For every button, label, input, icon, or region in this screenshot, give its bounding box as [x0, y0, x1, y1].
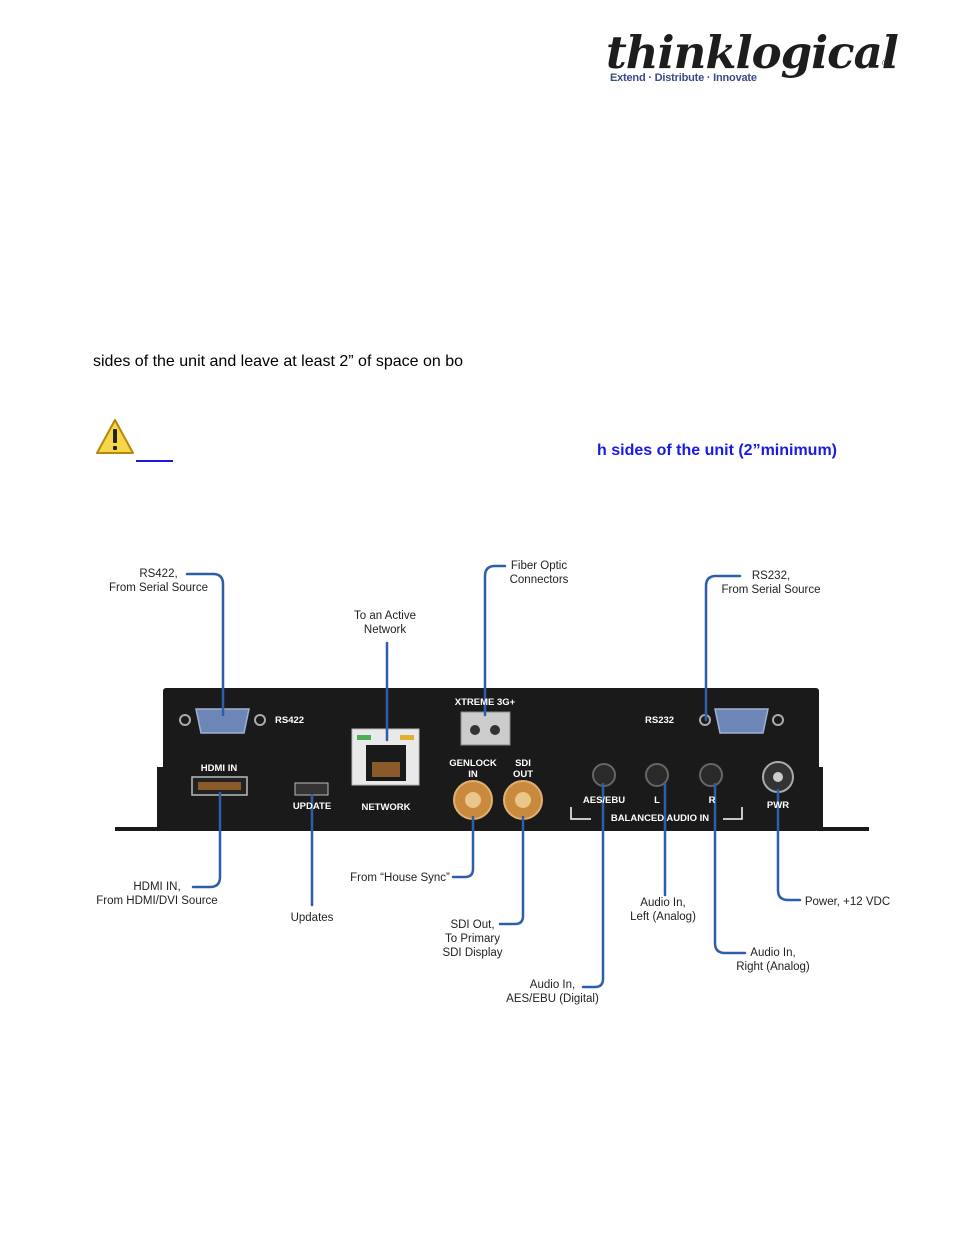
- left-mount-bracket: [157, 767, 163, 829]
- logo-wordmark: thinklogical: [606, 26, 899, 79]
- left-mount-flange: [115, 827, 165, 831]
- logo-registered-mark: ®: [882, 58, 889, 68]
- audio-right-jack: [699, 763, 723, 787]
- balanced-audio-in-panel-label: BALANCED AUDIO IN: [610, 813, 710, 824]
- body-paragraph: sides of the unit and leave at least 2” …: [93, 353, 464, 370]
- callout-power: Power, +12 VDC: [804, 896, 891, 908]
- audio-left-panel-label: L: [654, 795, 660, 806]
- callout-updates: Updates: [290, 912, 334, 924]
- callout-house-sync: From “House Sync”: [350, 872, 450, 884]
- network-panel-label: NETWORK: [361, 802, 411, 813]
- logo-tagline: Extend · Distribute · Innovate: [610, 72, 757, 84]
- callout-audio-aes-ebu: Audio In, AES/EBU (Digital): [506, 979, 599, 1005]
- warning-text: h sides of the unit (2”minimum): [597, 442, 838, 459]
- fiber-optic-connectors: [460, 711, 511, 746]
- callout-audio-left: Audio In, Left (Analog): [630, 897, 696, 923]
- genlock-panel-label: GENLOCK IN: [449, 758, 497, 780]
- xtreme-panel-label: XTREME 3G+: [454, 697, 516, 708]
- warning-link[interactable]: [136, 440, 173, 462]
- rs422-panel-label: RS422: [275, 715, 305, 726]
- rs232-port: [714, 708, 769, 734]
- audio-left-jack: [645, 763, 669, 787]
- warning-triangle-icon: [95, 418, 135, 456]
- sdi-out-panel-label: SDI OUT: [512, 758, 534, 780]
- aes-ebu-panel-label: AES/EBU: [582, 795, 626, 806]
- callout-audio-right: Audio In, Right (Analog): [736, 947, 810, 973]
- update-panel-label: UPDATE: [292, 801, 332, 812]
- callout-leaders: [185, 564, 802, 989]
- right-mount-bracket: [817, 767, 823, 829]
- callout-rs232: RS232, From Serial Source: [721, 570, 821, 596]
- hdmi-in-panel-label: HDMI IN: [200, 763, 238, 774]
- rear-panel-illustration: [115, 564, 869, 989]
- rs422-port: [195, 708, 250, 734]
- rear-panel-diagram: RS422 XTREME 3G+ RS232 HDMI IN UPDATE NE…: [95, 555, 895, 1015]
- pwr-panel-label: PWR: [766, 800, 790, 811]
- thinklogical-logo: thinklogical ® Extend · Distribute · Inn…: [606, 26, 899, 92]
- update-port: [294, 782, 329, 796]
- callout-network: To an Active Network: [353, 610, 416, 636]
- callout-hdmi-in: HDMI IN, From HDMI/DVI Source: [96, 881, 218, 907]
- rs232-panel-label: RS232: [645, 715, 675, 726]
- callout-sdi-out: SDI Out, To Primary SDI Display: [442, 919, 503, 959]
- callout-fiber-optic: Fiber Optic Connectors: [509, 560, 569, 586]
- right-mount-flange: [817, 827, 869, 831]
- audio-right-panel-label: R: [708, 795, 716, 806]
- aes-ebu-jack: [592, 763, 616, 787]
- callout-rs422: RS422, From Serial Source: [108, 568, 209, 594]
